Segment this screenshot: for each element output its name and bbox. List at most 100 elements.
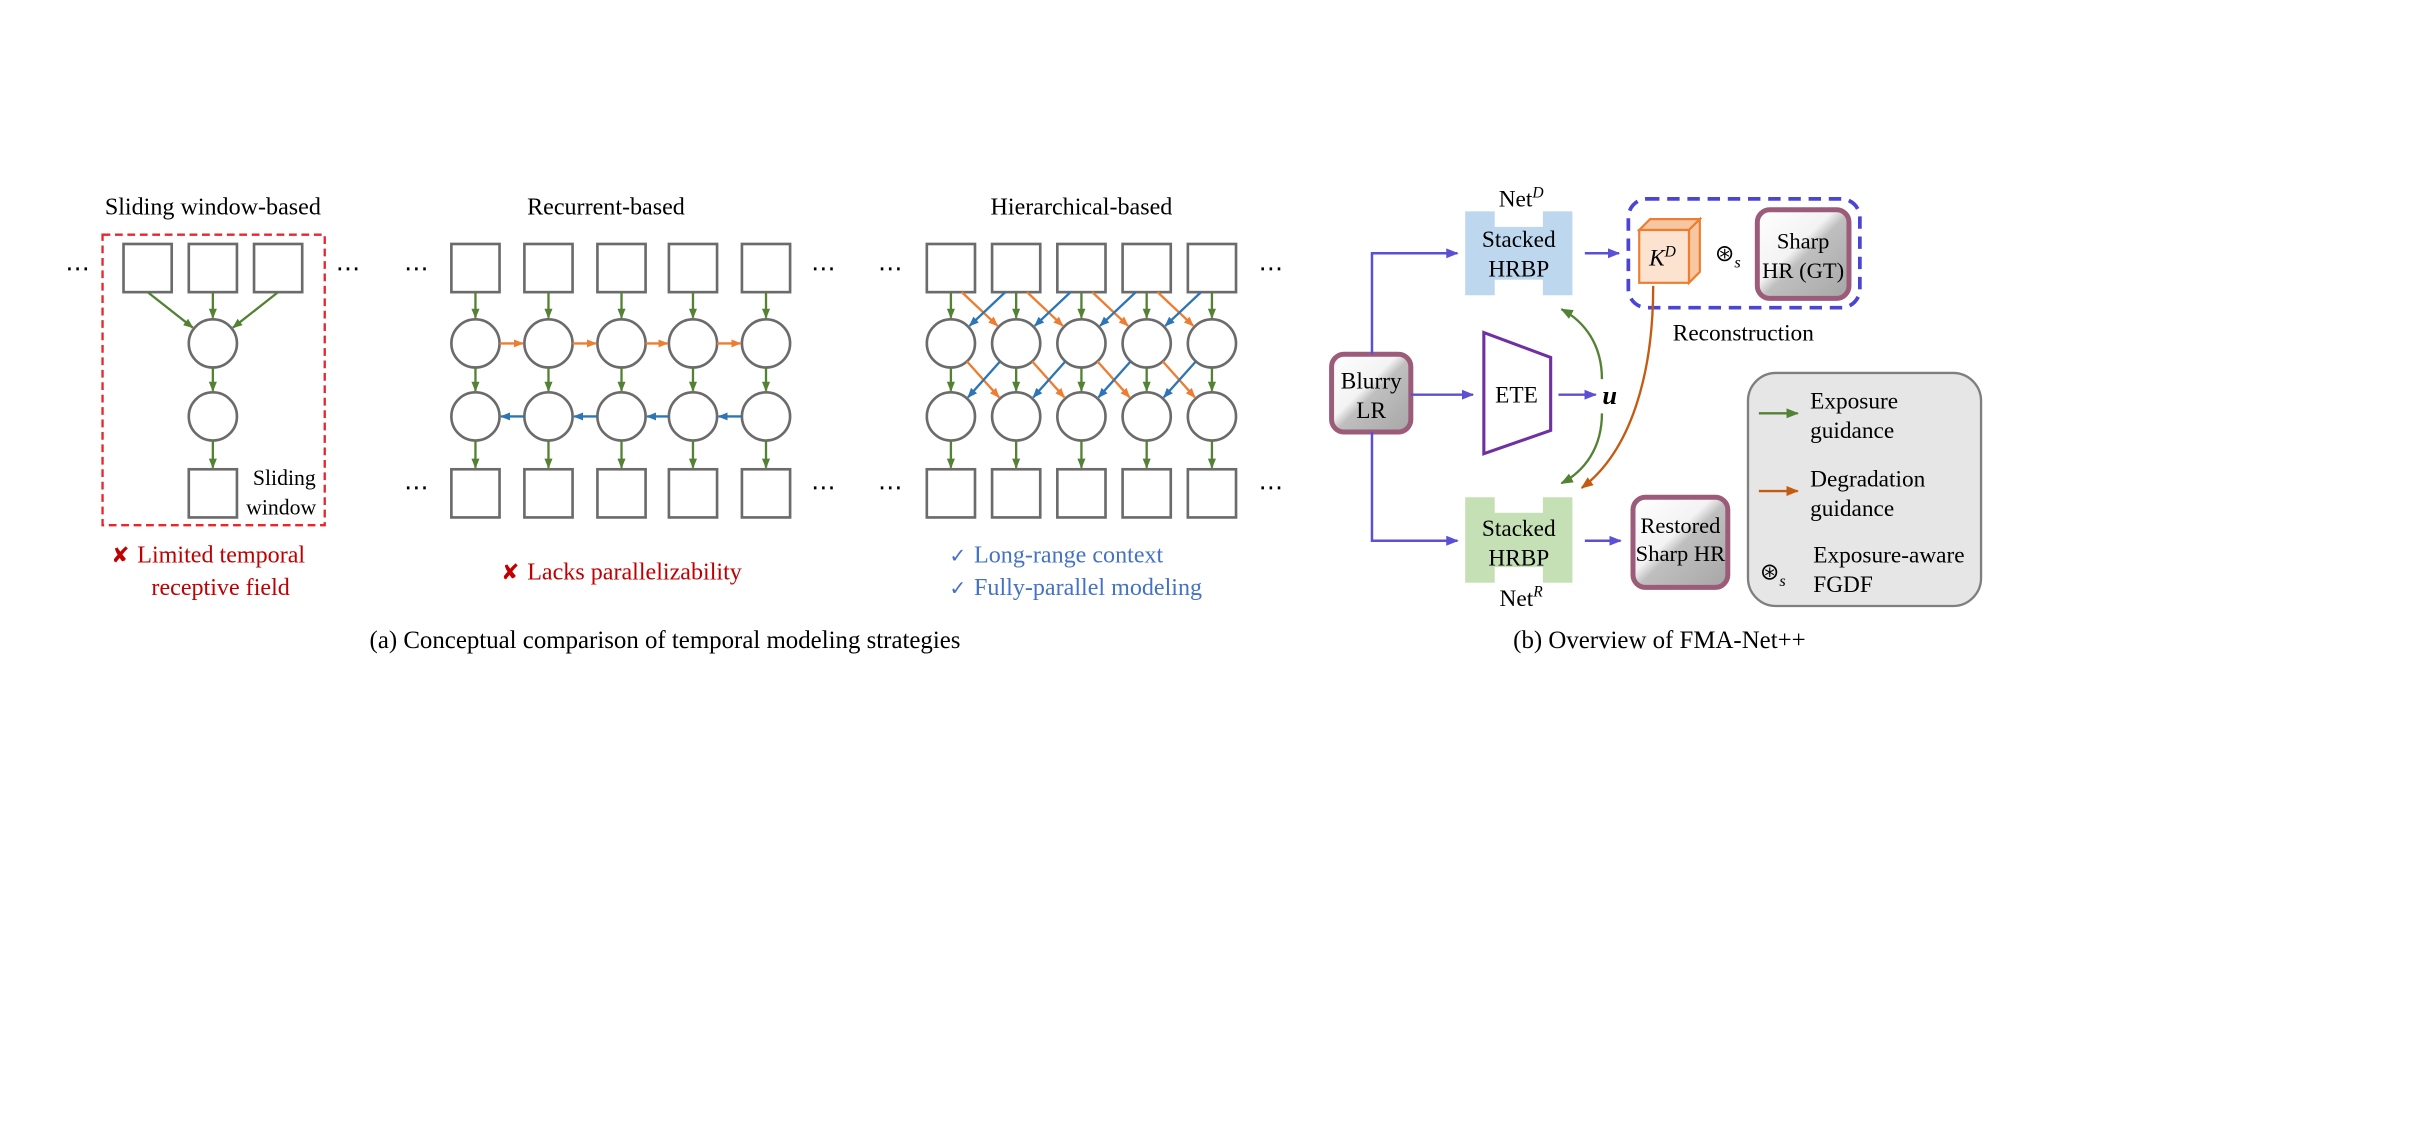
hrbp-label: Stacked [1482,516,1556,542]
check-mark-icon: ✓ [949,544,966,568]
sharp-gt-label: Sharp [1777,229,1830,254]
hierarchical-advantage: ✓Fully-parallel modeling [949,575,1202,601]
limitation-text: receptive field [151,575,289,601]
ellipsis: ⋯ [336,254,361,283]
panel-a: Sliding window-based ⋯ ⋯ Sliding window … [65,194,1283,654]
kernel-superscript: D [1664,243,1676,260]
state-node [450,318,501,369]
legend-label: guidance [1810,418,1894,444]
exposure-variable: u [1602,380,1617,410]
state-node [1121,391,1173,442]
state-node [1186,318,1238,369]
ellipsis: ⋯ [811,254,836,283]
restored-label: Sharp HR [1636,541,1725,566]
state-node [1056,391,1107,442]
feature-node [187,318,239,369]
net-label-superscript: D [1531,184,1543,201]
feature-node [187,391,239,442]
ellipsis: ⋯ [1259,473,1284,502]
legend-label: guidance [1810,496,1894,522]
limitation-text: Lacks parallelizability [527,560,742,586]
input-frame [925,242,977,294]
check-mark-icon: ✓ [949,576,966,600]
state-node [667,318,719,369]
ellipsis: ⋯ [811,473,836,502]
sharp-gt-label: HR (GT) [1762,258,1844,283]
ete-encoder: ETE [1482,330,1553,456]
hierarchical-section: Hierarchical-based ⋯ ⋯ ⋯ ⋯ ✓Long-range c… [878,194,1284,601]
hierarchical-graph [925,242,1238,519]
cross-frame-arrow [967,360,1001,399]
exposure-guidance-arrow [1560,413,1604,485]
state-node [596,391,647,442]
hierarchical-advantage: ✓ Long-range context [949,543,1163,569]
input-frame [450,242,501,294]
output-frame [667,467,719,519]
state-node [596,318,647,369]
ellipsis: ⋯ [1259,254,1284,283]
hrbp-left-bar [1465,211,1495,296]
ellipsis: ⋯ [404,473,429,502]
input-frame [1121,242,1173,294]
kernel-cube-icon: KD [1636,216,1703,286]
hrbp-label: HRBP [1488,257,1549,283]
input-frame [596,242,647,294]
recurrent-graph [450,242,792,519]
ellipsis: ⋯ [404,254,429,283]
state-node [1186,391,1238,442]
panel-b-caption: (b) Overview of FMA-Net++ [1513,627,1805,654]
output-frame [187,467,239,519]
legend: Exposure guidance Degradation guidance ⊛… [1746,371,1983,608]
cross-frame-arrow [1091,291,1129,327]
image-thumbnail [1630,494,1731,590]
hrbp-right-bar [1542,497,1573,583]
blurry-lr-input: Blurry LR [1329,351,1414,435]
kernel-base: K [1648,246,1666,272]
cross-frame-arrow [1164,291,1202,327]
cross-frame-arrow [968,291,1007,327]
input-frame [122,242,174,294]
output-frame [450,467,501,519]
circled-asterisk-icon: ⊛ [1715,240,1735,267]
state-node [740,318,792,369]
net-d-label: NetD [1499,184,1544,212]
state-node [523,391,574,442]
cross-mark-icon: ✘ [111,544,129,569]
output-frame [1121,467,1173,519]
legend-box [1746,371,1983,608]
cross-frame-arrow [1156,291,1195,327]
state-node [667,391,719,442]
state-node [1121,318,1173,369]
hrbp-left-bar [1465,497,1495,583]
output-frame [740,467,792,519]
advantage-text: Long-range context [974,543,1164,569]
fgdf-operator: ⊛s [1715,240,1741,271]
aggregation-arrow [146,291,194,329]
legend-label: Exposure-aware [1813,543,1964,569]
cross-frame-arrow [1032,360,1067,399]
sliding-window-title: Sliding window-based [105,194,321,220]
exposure-guidance-arrow [1560,308,1604,380]
limitation-text: Limited temporal [137,543,305,569]
legend-label: FGDF [1813,572,1873,598]
hrbp-label: HRBP [1488,546,1549,572]
input-frame [187,242,239,294]
ellipsis: ⋯ [878,254,903,283]
net-label-superscript: R [1532,584,1543,601]
state-node [990,391,1042,442]
kernel-label: KD [1648,243,1676,271]
reconstruction-group: KD ⊛s Sharp HR (GT) [1626,197,1862,310]
cross-frame-arrow [1034,291,1072,327]
output-frame [1056,467,1107,519]
input-frame [1056,242,1107,294]
recurrent-section: Recurrent-based ⋯ ⋯ ⋯ ⋯ ✘Lacks paralleli… [404,194,836,585]
state-node [1056,318,1107,369]
sharp-hr-gt: Sharp HR (GT) [1754,207,1852,301]
cross-mark-icon: ✘ [501,561,519,586]
net-label-base: Net [1499,187,1533,213]
reconstruction-label: Reconstruction [1673,320,1814,346]
operator-subscript: s [1779,571,1785,590]
stacked-hrbp-r-block: Stacked HRBP [1465,497,1573,583]
state-node [925,391,977,442]
